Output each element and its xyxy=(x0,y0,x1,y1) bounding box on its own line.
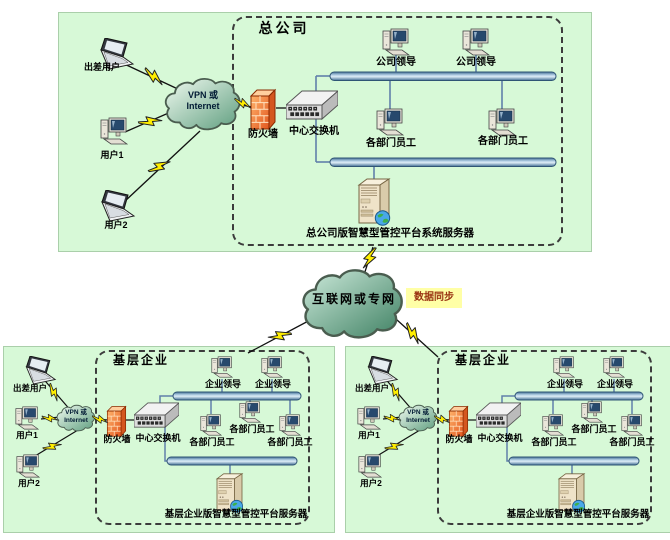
hq-user2-laptop-icon xyxy=(101,190,135,222)
branch-right-server-label: 基层企业版智慧型管控平台服务器 xyxy=(506,509,650,520)
branch-left-staff-mid-label: 各部门员工 xyxy=(229,424,275,434)
branch-left-staff-left-label: 各部门员工 xyxy=(189,437,235,447)
hq-title: 总公司 xyxy=(258,20,310,36)
hq-traveler-label: 出差用户 xyxy=(83,62,120,72)
hq-firewall-label: 防火墙 xyxy=(248,129,278,140)
hq-leader2-pc-icon xyxy=(462,28,490,56)
hq-switch-label: 中心交换机 xyxy=(289,126,339,137)
hq-user2-label: 用户2 xyxy=(104,220,128,230)
hq-bus-bar-bottom xyxy=(329,157,557,167)
branch-left-title: 基层企业 xyxy=(112,353,169,367)
hq-user1-pc-icon xyxy=(100,117,128,145)
hq-staff2-label: 各部门员工 xyxy=(478,136,528,147)
hq-user1-label: 用户1 xyxy=(100,150,124,160)
branch-left-firewall-label: 防火墙 xyxy=(103,434,131,444)
branch-right-traveler-label: 出差用户 xyxy=(354,383,389,393)
branch-left-switch-label: 中心交换机 xyxy=(135,433,181,443)
branch-left-staff-right-label: 各部门员工 xyxy=(267,437,313,447)
branch-right-staff-right-label: 各部门员工 xyxy=(609,437,655,447)
branch-right-user2-label: 用户2 xyxy=(360,478,382,488)
branch-right-leader1-label: 企业领导 xyxy=(546,379,583,389)
branch-right-staff-mid-label: 各部门员工 xyxy=(571,424,617,434)
data-sync-badge: 数据同步 xyxy=(406,288,462,308)
hq-firewall-icon xyxy=(250,89,276,130)
hq-cloud-label-line1: VPN 或 xyxy=(187,90,218,100)
branch-left-cloud-label-line2: Internet xyxy=(64,417,88,424)
branch-right-user1-label: 用户1 xyxy=(358,430,380,440)
hq-server-label: 总公司版智慧型管控平台系统服务器 xyxy=(306,227,474,239)
branch-left-leader1-label: 企业领导 xyxy=(204,379,241,389)
hq-switch-icon xyxy=(286,90,338,120)
hq-leader1-pc-icon xyxy=(382,28,410,56)
branch-left-server-label: 基层企业版智慧型管控平台服务器 xyxy=(164,509,308,520)
hq-leader2-label: 公司领导 xyxy=(456,57,496,68)
hq-staff2-pc-icon xyxy=(488,108,516,136)
branch-left-user2-label: 用户2 xyxy=(18,478,40,488)
hq-staff1-pc-icon xyxy=(376,108,404,136)
branch-left-user1-label: 用户1 xyxy=(16,430,38,440)
branch-right-staff-left-label: 各部门员工 xyxy=(531,437,577,447)
branch-right-leader2-label: 企业领导 xyxy=(596,379,633,389)
branch-left-traveler-label: 出差用户 xyxy=(12,383,47,393)
hq-cloud-label-line2: Internet xyxy=(186,101,220,111)
branch-right-title: 基层企业 xyxy=(454,353,511,367)
hq-leader1-label: 公司领导 xyxy=(376,57,416,68)
hq-staff1-label: 各部门员工 xyxy=(366,138,416,149)
hq-bus-bar-top xyxy=(329,71,557,81)
branch-right-cloud-label-line1: VPN 或 xyxy=(407,409,429,416)
branch-left-leader2-label: 企业领导 xyxy=(254,379,291,389)
hq-server-icon xyxy=(358,178,391,226)
branch-right-switch-label: 中心交换机 xyxy=(477,433,523,443)
branch-right-cloud-label-line2: Internet xyxy=(406,417,430,424)
wan-cloud-label: 互联网或专网 xyxy=(311,292,396,306)
hq-dashed-box xyxy=(232,16,563,246)
branch-right-firewall-label: 防火墙 xyxy=(445,434,473,444)
branch-left-dashed-box xyxy=(95,350,310,525)
branch-right-dashed-box xyxy=(437,350,652,525)
branch-left-cloud-label-line1: VPN 或 xyxy=(65,409,87,416)
